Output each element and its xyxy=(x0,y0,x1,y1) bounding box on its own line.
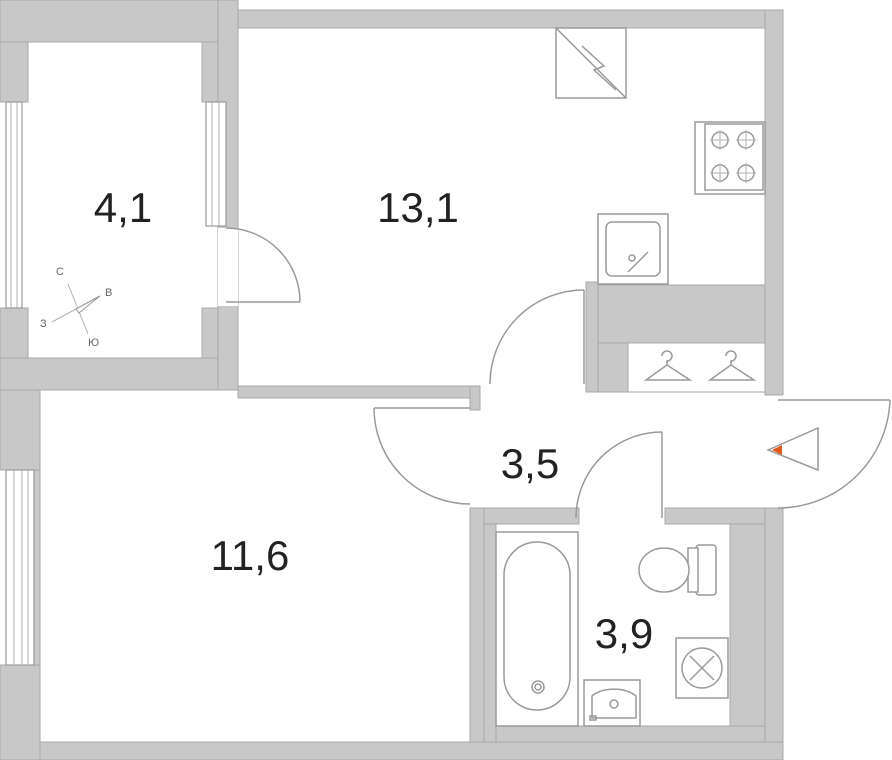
kitchen-loggia-opening xyxy=(218,228,238,306)
toilet xyxy=(638,544,717,596)
entrance-marker xyxy=(766,426,819,472)
kitchen-sink xyxy=(597,213,669,285)
door-living xyxy=(373,407,471,505)
door-entrance xyxy=(777,399,891,509)
compass-west-label: З xyxy=(40,318,47,330)
hanger-icon xyxy=(643,350,693,381)
door-kitchen xyxy=(489,289,585,385)
stove xyxy=(694,121,766,195)
door-bathroom xyxy=(575,431,663,519)
hall-area-label: 3,5 xyxy=(501,440,559,487)
washbasin xyxy=(583,679,641,727)
kitchen-area-label: 13,1 xyxy=(377,184,459,231)
living-window xyxy=(5,469,35,666)
wardrobe xyxy=(627,342,766,393)
loggia-area-label: 4,1 xyxy=(94,184,152,231)
loggia-window-left xyxy=(5,101,23,309)
bathroom-area-label: 3,9 xyxy=(595,610,653,657)
walls xyxy=(0,0,784,760)
stove-burners xyxy=(710,130,756,183)
living-area-label: 11,6 xyxy=(211,532,290,579)
compass-south-label: Ю xyxy=(88,337,99,349)
electrical-panel xyxy=(555,27,627,99)
loggia-window-right xyxy=(205,101,227,227)
washing-machine xyxy=(675,637,729,699)
windows xyxy=(5,101,238,666)
compass-east-label: В xyxy=(105,287,112,299)
compass-north-label: С xyxy=(56,266,64,278)
door-loggia xyxy=(225,227,301,303)
doors xyxy=(225,227,891,519)
compass: С В Ю З xyxy=(40,266,112,349)
hanger-icon xyxy=(707,350,757,381)
bathtub xyxy=(495,531,579,727)
room-labels: 4,1 13,1 3,5 11,6 3,9 xyxy=(94,184,653,657)
